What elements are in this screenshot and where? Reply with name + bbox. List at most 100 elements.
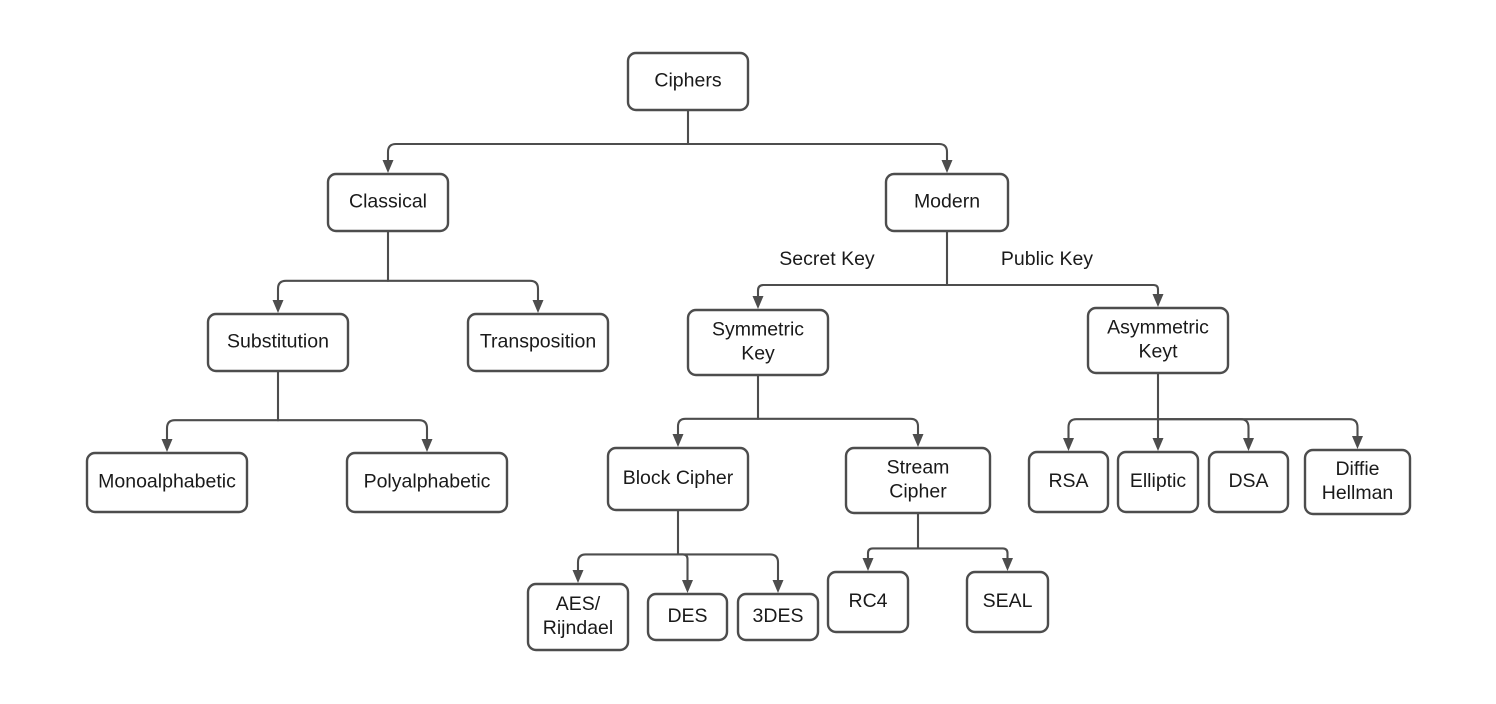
edge-line-block-des (676, 553, 689, 582)
edge-block-des (676, 553, 693, 593)
node-label-elliptic: Elliptic (1130, 470, 1187, 492)
edge-layer (161, 108, 1363, 593)
node-box-dsa (1207, 450, 1290, 514)
arrowhead-block-aes (572, 570, 584, 583)
node-box-aes-rijndael (526, 582, 630, 652)
edge-label-public-key-label: Public Key (1001, 248, 1093, 270)
node-seal[interactable]: SEAL (965, 570, 1050, 634)
node-label-symmetric: Symmetric (712, 319, 804, 341)
arrowhead-asym-rsa (1063, 438, 1074, 451)
node-label-stream-cipher: Stream (887, 457, 950, 479)
node-label-substitution: Substitution (227, 331, 329, 353)
edge-label-layer: Secret Key Public Key (779, 248, 1093, 270)
node-box-ciphers (626, 51, 750, 112)
edge-ciphers-classical (382, 142, 690, 173)
node-classical[interactable]: Classical (326, 172, 450, 233)
edge-line-ciphers-classical (386, 142, 690, 162)
edge-sub-poly (276, 419, 433, 452)
edge-block-3des (676, 553, 784, 593)
node-label-aes-rijndael: Rijndael (543, 617, 613, 639)
arrowhead-sym-stream (912, 434, 924, 447)
node-box-elliptic (1116, 450, 1200, 514)
edge-stream-seal (916, 547, 1013, 571)
node-box-classical (326, 172, 450, 233)
node-box-seal (965, 570, 1050, 634)
edge-line-classical-substitution (276, 279, 390, 302)
arrowhead-stream-seal (1002, 558, 1013, 571)
arrowhead-ciphers-classical (382, 160, 394, 173)
node-polyalphabetic[interactable]: Polyalphabetic (345, 451, 509, 514)
node-box-des (646, 592, 729, 642)
node-elliptic[interactable]: Elliptic (1116, 450, 1200, 514)
arrowhead-classical-transposition (532, 300, 544, 313)
arrowhead-asym-diffie (1352, 436, 1363, 449)
node-label-polyalphabetic: Polyalphabetic (364, 471, 491, 493)
node-aes-rijndael[interactable]: AES/Rijndael (526, 582, 630, 652)
edge-line-ciphers-modern (686, 142, 949, 162)
edge-classical-transposition (386, 279, 544, 313)
node-box-substitution (206, 312, 350, 373)
edge-line-sub-poly (276, 419, 429, 441)
node-label-diffie-hellman: Hellman (1322, 482, 1394, 504)
arrowhead-modern-symmetric (752, 296, 764, 309)
arrowhead-sub-poly (421, 439, 433, 452)
edge-ciphers-modern (686, 142, 953, 173)
edge-line-asym-dsa (1156, 418, 1250, 440)
edge-block-aes (572, 553, 680, 583)
node-box-diffie-hellman (1303, 448, 1412, 516)
node-box-stream-cipher (844, 446, 992, 515)
edge-line-asym-diffie (1156, 418, 1359, 438)
node-monoalphabetic[interactable]: Monoalphabetic (85, 451, 249, 514)
node-rc4[interactable]: RC4 (826, 570, 910, 634)
node-ciphers[interactable]: Ciphers (626, 51, 750, 112)
node-block-cipher[interactable]: Block Cipher (606, 446, 750, 512)
node-box-polyalphabetic (345, 451, 509, 514)
node-box-transposition (466, 312, 610, 373)
node-label-monoalphabetic: Monoalphabetic (98, 471, 236, 493)
arrowhead-asym-elliptic (1152, 438, 1164, 451)
node-label-transposition: Transposition (480, 331, 596, 353)
node-modern[interactable]: Modern (884, 172, 1010, 233)
node-box-modern (884, 172, 1010, 233)
node-substitution[interactable]: Substitution (206, 312, 350, 373)
edge-sub-mono (161, 419, 280, 452)
node-3des[interactable]: 3DES (736, 592, 820, 642)
arrowhead-classical-substitution (272, 300, 284, 313)
edge-sym-stream (756, 417, 924, 447)
node-label-classical: Classical (349, 191, 427, 213)
arrowhead-asym-dsa (1243, 438, 1254, 451)
node-label-des: DES (667, 605, 707, 627)
node-label-rc4: RC4 (848, 590, 887, 612)
node-label-rsa: RSA (1048, 470, 1088, 492)
node-label-aes-rijndael: AES/ (556, 593, 601, 615)
node-dsa[interactable]: DSA (1207, 450, 1290, 514)
edge-line-sym-block (676, 417, 760, 436)
arrowhead-modern-asymmetric (1152, 294, 1164, 307)
edge-label-secret-key-label: Secret Key (779, 248, 875, 270)
node-box-block-cipher (606, 446, 750, 512)
node-label-dsa: DSA (1228, 470, 1268, 492)
node-label-3des: 3DES (753, 605, 804, 627)
edge-line-classical-transposition (386, 279, 540, 302)
edge-modern-asymmetric (945, 283, 1164, 307)
node-label-modern: Modern (914, 191, 980, 213)
edge-classical-substitution (272, 279, 390, 313)
edge-line-block-aes (576, 553, 680, 572)
node-box-symmetric (686, 308, 830, 377)
edge-line-stream-rc4 (866, 547, 920, 560)
node-label-asymmetric: Asymmetric (1107, 317, 1209, 339)
node-des[interactable]: DES (646, 592, 729, 642)
node-box-monoalphabetic (85, 451, 249, 514)
node-label-asymmetric: Keyt (1138, 341, 1178, 363)
arrowhead-block-3des (772, 580, 784, 593)
node-transposition[interactable]: Transposition (466, 312, 610, 373)
node-rsa[interactable]: RSA (1027, 450, 1110, 514)
node-label-seal: SEAL (983, 590, 1033, 612)
